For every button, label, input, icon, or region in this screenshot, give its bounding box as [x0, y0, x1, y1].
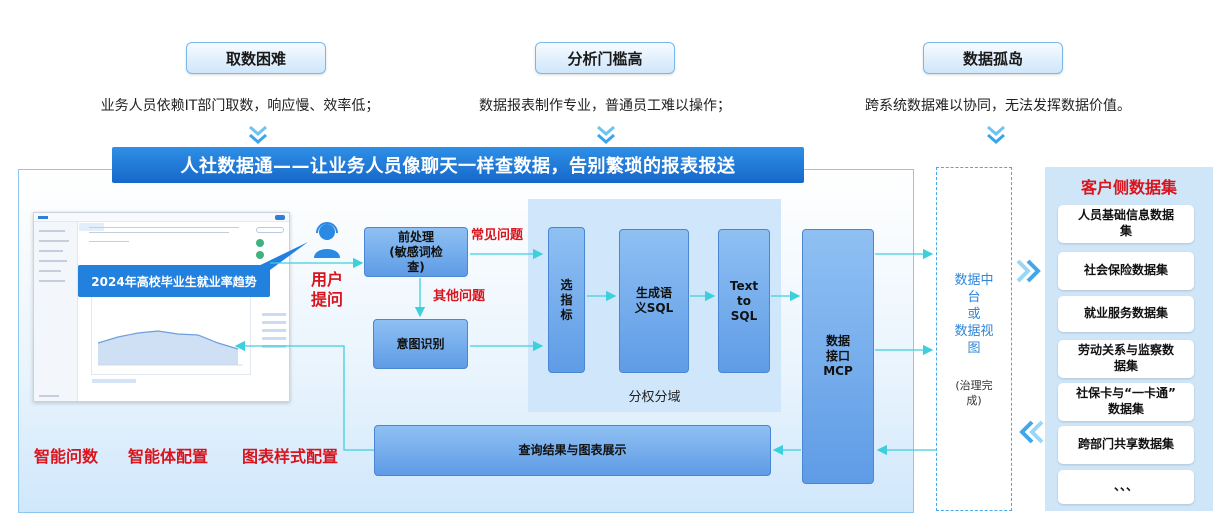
text-to-sql-node: Text to SQL	[718, 229, 770, 373]
chevron-left-icon	[1019, 420, 1044, 444]
chevron-down-icon	[987, 125, 1005, 144]
data-hub-box: 数据中 台 或 数据视 图 (治理完 成)	[936, 167, 1012, 511]
data-interface-mcp-node: 数据 接口 MCP	[802, 229, 874, 484]
pain-title-2: 数据孤岛	[923, 42, 1063, 74]
pain-desc-0: 业务人员依赖IT部门取数，响应慢、效率低；	[100, 98, 380, 114]
screenshot-logo	[38, 216, 48, 219]
dataset-item: 社会保险数据集	[1058, 252, 1194, 290]
banner-title: 人社数据通——让业务人员像聊天一样查数据，告别繁琐的报表报送	[112, 147, 804, 183]
dataset-item: 就业服务数据集	[1058, 296, 1194, 332]
customer-dataset-title: 客户侧数据集	[1080, 178, 1177, 197]
select-metric-node: 选 指 标	[548, 227, 585, 373]
dataset-item: 跨部门共享数据集	[1058, 426, 1194, 464]
generate-semantic-sql-node: 生成语 义SQL	[619, 229, 689, 373]
customer-dataset-panel: 客户侧数据集 人员基础信息数据 集 社会保险数据集 就业服务数据集 劳动关系与监…	[1045, 167, 1213, 511]
result-display-node: 查询结果与图表展示	[374, 425, 771, 476]
data-hub-note: (治理完 成)	[955, 379, 993, 407]
pain-title-1: 分析门槛高	[535, 42, 675, 74]
common-question-label: 常见问题	[471, 228, 524, 243]
user-headset-icon	[314, 222, 340, 258]
screenshot-query-bubble: 2024年高校毕业生就业率趋势	[78, 265, 270, 297]
screenshot-topbar	[34, 213, 289, 222]
screenshot-avatar	[275, 215, 285, 220]
dataset-item: 劳动关系与监察数 据集	[1058, 340, 1194, 378]
other-question-label: 其他问题	[433, 289, 486, 304]
intent-recognition-node: 意图识别	[373, 319, 468, 369]
pain-desc-2: 跨系统数据难以协同，无法发挥数据价值。	[865, 98, 1131, 114]
screenshot-sidebar	[34, 222, 78, 401]
chevron-down-icon	[597, 125, 615, 144]
data-hub-label: 数据中 台 或 数据视 图	[954, 273, 994, 356]
dataset-item: 人员基础信息数据 集	[1058, 205, 1194, 243]
speech-bubble-tail	[250, 242, 308, 270]
screenshot-area-chart	[98, 330, 243, 366]
feature-chart-style-config: 图表样式配置	[242, 447, 339, 466]
chevron-right-icon	[1016, 259, 1041, 283]
chevron-down-icon	[249, 125, 267, 144]
pain-title-0: 取数困难	[186, 42, 326, 74]
user-question-label: 用户 提问	[311, 270, 344, 309]
dataset-item: 社保卡与“一卡通” 数据集	[1058, 383, 1194, 421]
dataset-item: 、、、	[1058, 470, 1194, 504]
app-screenshot	[33, 212, 290, 402]
feature-smart-query: 智能问数	[34, 447, 99, 466]
feature-agent-config: 智能体配置	[128, 447, 209, 466]
pain-desc-1: 数据报表制作专业，普通员工难以操作；	[479, 98, 731, 114]
preprocess-node: 前处理 (敏感词检 查)	[364, 227, 468, 277]
permission-label: 分权分域	[628, 390, 681, 405]
